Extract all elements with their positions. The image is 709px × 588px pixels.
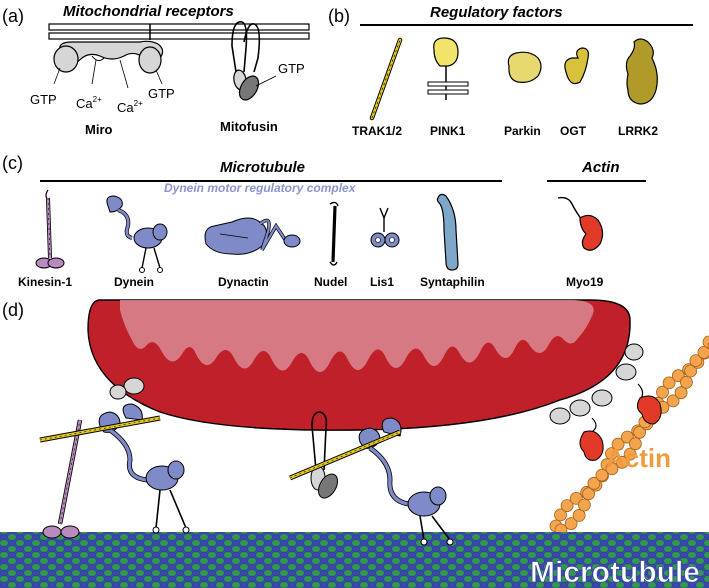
panel-c-title: Microtubule — [220, 159, 305, 176]
myo19-protein — [557, 196, 604, 251]
actin-bead — [623, 447, 637, 461]
actin-bead — [629, 437, 642, 451]
actin-bead — [615, 455, 629, 469]
miro-gtp-left: GTP — [30, 92, 57, 107]
dynactin-label: Dynactin — [218, 275, 269, 289]
left-motor-complex — [39, 377, 190, 539]
actin-bead — [560, 499, 574, 513]
miro-ca-right: Ca2+ — [117, 99, 143, 115]
actin-bead — [684, 364, 697, 378]
miro-gtp-right: GTP — [148, 86, 175, 101]
myo19-actin-complex — [549, 343, 662, 461]
microtubule-label: Microtubule — [530, 556, 700, 588]
actin-bead — [572, 509, 586, 522]
syntaphilin-label: Syntaphilin — [420, 275, 485, 289]
actin-title: Actin — [581, 159, 620, 176]
actin-bead — [611, 437, 625, 451]
actin-bead — [554, 508, 567, 522]
middle-motor-complex — [289, 411, 454, 546]
actin-bead — [605, 447, 618, 461]
dynein-label: Dynein — [114, 275, 154, 289]
actin-bead — [666, 394, 680, 408]
dynactin-protein — [204, 217, 301, 255]
syntaphilin-protein — [436, 193, 459, 271]
nudel-label: Nudel — [314, 275, 347, 289]
myo19-label: Myo19 — [566, 275, 604, 289]
actin-bead — [582, 487, 595, 501]
actin-bead — [587, 476, 601, 490]
outer-membrane — [48, 23, 310, 40]
actin-bead — [674, 386, 688, 400]
actin-bead — [680, 375, 693, 389]
lis1-protein — [370, 207, 400, 248]
miro-protein — [53, 24, 164, 89]
actin-bead — [662, 376, 676, 390]
kinesin-label: Kinesin-1 — [18, 275, 72, 289]
actin-bead — [633, 425, 646, 439]
ogt-protein — [564, 47, 589, 85]
dynein-protein — [106, 195, 168, 273]
mitofusin-protein — [231, 21, 277, 101]
miro-ca-left: Ca2+ — [76, 95, 102, 111]
panel-label-c: (c) — [2, 153, 23, 173]
mitochondrion — [87, 299, 631, 431]
pink1-protein — [427, 37, 469, 100]
miro-label: Miro — [85, 122, 113, 137]
lrrk2-label: LRRK2 — [618, 124, 658, 138]
panel-c-subtitle: Dynein motor regulatory complex — [164, 181, 357, 195]
microtubule — [0, 532, 709, 588]
actin-bead — [578, 498, 591, 512]
actin-bead — [656, 385, 669, 399]
actin-label: Actin — [606, 443, 671, 473]
actin-bead — [605, 462, 619, 476]
panel-a-title: Mitochondrial receptors — [63, 3, 234, 20]
panel-label-a: (a) — [2, 6, 24, 26]
ogt-label: OGT — [560, 124, 587, 138]
parkin-protein — [507, 51, 542, 83]
trak-label: TRAK1/2 — [352, 124, 402, 138]
actin-bead — [564, 517, 578, 530]
actin-bead — [702, 335, 709, 349]
panel-b-title: Regulatory factors — [430, 4, 563, 21]
actin-bead — [595, 468, 609, 482]
actin-bead — [697, 346, 709, 359]
nudel-protein — [329, 201, 339, 266]
mitofusin-gtp: GTP — [278, 61, 305, 76]
lis1-label: Lis1 — [370, 275, 394, 289]
kinesin-protein — [35, 189, 65, 269]
lrrk2-protein — [625, 38, 658, 105]
trak-protein — [369, 37, 403, 121]
mitofusin-label: Mitofusin — [220, 119, 278, 134]
panel-label-b: (b) — [328, 6, 350, 26]
actin-bead — [689, 354, 703, 368]
pink1-label: PINK1 — [430, 124, 466, 138]
panel-label-d: (d) — [2, 300, 24, 320]
parkin-label: Parkin — [504, 124, 541, 138]
